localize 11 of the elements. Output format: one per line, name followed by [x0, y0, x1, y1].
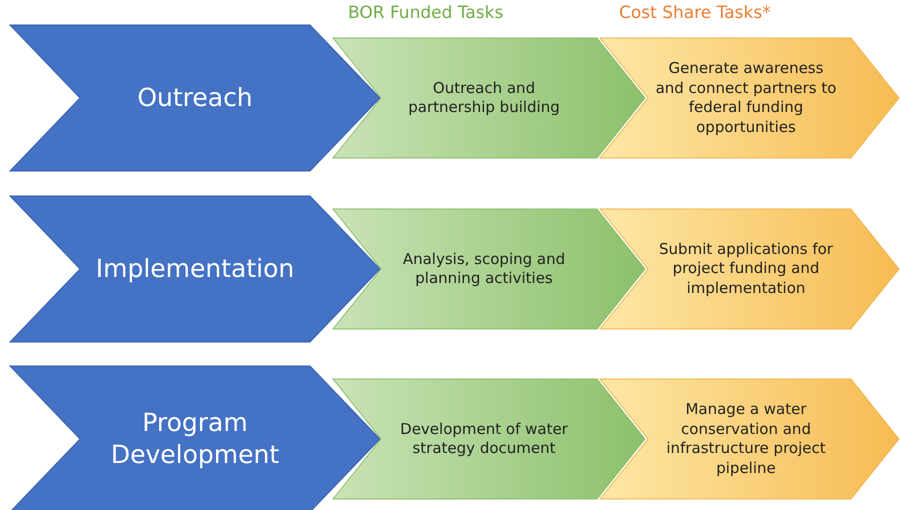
phase-label: Program Development: [110, 406, 280, 471]
task-text: Analysis, scoping and planning activities: [402, 250, 566, 288]
column-heading: BOR Funded Tasks: [348, 3, 504, 23]
phase-label: Outreach: [137, 82, 253, 114]
task-text: Submit applications for project funding and implementation: [658, 240, 834, 298]
column-heading: Cost Share Tasks*: [619, 3, 771, 23]
task-text: Manage a water conservation and infrastructure project pipeline: [665, 400, 827, 478]
task-text: Generate awareness and connect partners to federal funding opportunities: [655, 59, 837, 137]
task-text: Outreach and partnership building: [407, 78, 561, 118]
phase-label: Implementation: [96, 252, 294, 285]
task-text: Development of water strategy document: [399, 420, 569, 458]
